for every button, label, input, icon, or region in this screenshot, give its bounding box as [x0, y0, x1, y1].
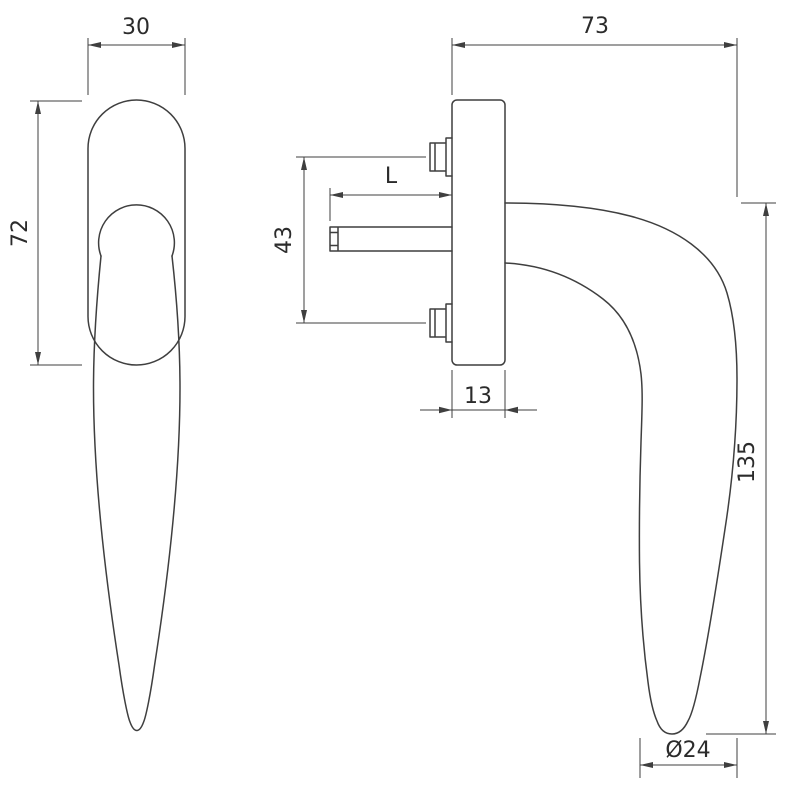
screw-boss-bottom — [429, 303, 453, 343]
side-view — [329, 99, 738, 735]
front-view — [87, 99, 186, 732]
dim-front-height: 72 — [8, 100, 82, 366]
dim-handle-length-label: 135 — [735, 441, 760, 483]
dim-screw-spacing-label: 43 — [272, 226, 297, 254]
side-handle-outline — [504, 202, 738, 735]
dim-front-height-label: 72 — [8, 219, 33, 247]
dim-handle-length: 135 — [706, 202, 776, 735]
front-plate-outline — [87, 99, 186, 366]
dim-front-width: 30 — [87, 15, 186, 95]
dim-plate-width-label: 13 — [464, 384, 492, 409]
front-neck-arc — [97, 204, 176, 257]
dim-grip-diameter-label: Ø24 — [665, 738, 710, 763]
front-grip-outline — [92, 255, 181, 732]
dim-plate-width: 13 — [420, 370, 537, 418]
spindle-outline — [329, 226, 453, 252]
dim-total-depth-label: 73 — [581, 14, 609, 39]
dim-front-width-label: 30 — [122, 15, 150, 40]
dim-screw-spacing: 43 — [272, 156, 426, 324]
side-plate-outline — [451, 99, 506, 366]
screw-boss-top — [429, 137, 453, 177]
dim-grip-diameter: Ø24 — [639, 738, 738, 778]
dim-total-depth: 73 — [451, 14, 738, 197]
dim-spindle-length-label: L — [385, 164, 398, 189]
dim-spindle-length: L — [329, 164, 452, 221]
